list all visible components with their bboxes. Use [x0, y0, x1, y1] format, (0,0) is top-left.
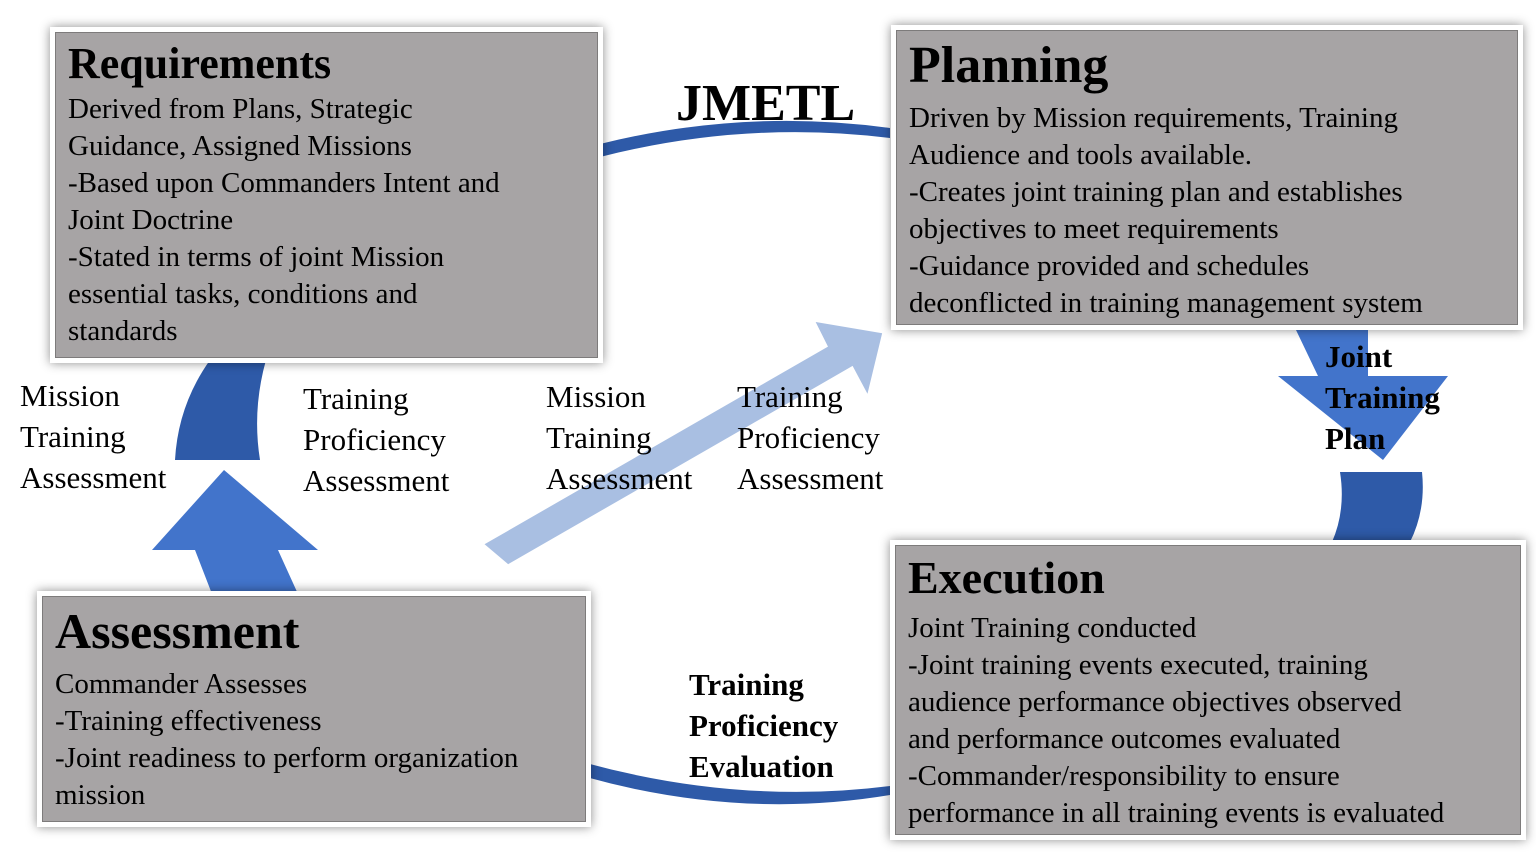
label-line: Training [20, 419, 126, 454]
requirements-line: Guidance, Assigned Missions [68, 130, 412, 163]
label-line: Joint [1325, 339, 1393, 374]
requirements-line: Joint Doctrine [68, 204, 234, 237]
label-line: Training [737, 379, 843, 414]
planning-line: deconflicted in training management syst… [909, 286, 1423, 319]
requirements-box: Requirements Derived from Plans, Strateg… [55, 32, 598, 358]
assessment-line: -Training effectiveness [55, 704, 322, 737]
label-line: Assessment [737, 461, 884, 496]
execution-line: Joint Training conducted [908, 612, 1197, 645]
planning-line: -Guidance provided and schedules [909, 249, 1310, 282]
training-proficiency-assessment-left-label: Training Proficiency Assessment [303, 378, 449, 501]
evaluation-arc-arrow [586, 763, 890, 805]
requirements-curve-band [175, 360, 266, 460]
execution-curve-band [1332, 472, 1423, 542]
assessment-up-arrow [152, 470, 318, 594]
label-line: Proficiency [689, 708, 839, 743]
execution-line: -Joint training events executed, trainin… [908, 649, 1368, 682]
joint-training-plan-label: Joint Training Plan [1325, 336, 1440, 459]
jmetl-arc-arrow [600, 120, 890, 157]
jmetl-label: JMETL [676, 75, 856, 132]
diagonal-light-arrow [479, 318, 886, 568]
planning-line: Audience and tools available. [909, 138, 1253, 171]
label-line: Training [689, 667, 804, 702]
label-line: Plan [1325, 421, 1386, 456]
joint-training-plan-arrow [1278, 330, 1448, 460]
planning-line: objectives to meet requirements [909, 212, 1279, 245]
mission-training-assessment-left-label: Mission Training Assessment [20, 375, 166, 498]
label-line: Evaluation [689, 749, 834, 784]
planning-title: Planning [909, 37, 1109, 94]
planning-line: -Creates joint training plan and establi… [909, 175, 1403, 208]
label-line: Training [303, 381, 409, 416]
label-line: Assessment [546, 461, 693, 496]
assessment-title: Assessment [55, 603, 300, 659]
requirements-line: Derived from Plans, Strategic [68, 93, 413, 126]
assessment-box: Assessment Commander Assesses -Training … [42, 596, 586, 822]
assessment-line: Commander Assesses [55, 667, 308, 700]
execution-line: audience performance objectives observed [908, 686, 1402, 719]
requirements-line: -Based upon Commanders Intent and [68, 167, 500, 200]
label-line: Assessment [20, 460, 167, 495]
execution-title: Execution [908, 552, 1105, 603]
mission-training-assessment-center-label: Mission Training Assessment [546, 376, 692, 499]
label-line: Mission [546, 379, 646, 414]
training-proficiency-assessment-center-label: Training Proficiency Assessment [737, 376, 883, 499]
training-proficiency-evaluation-label: Training Proficiency Evaluation [689, 664, 838, 787]
requirements-line: essential tasks, conditions and [68, 278, 418, 311]
assessment-line: mission [55, 778, 146, 811]
label-line: Training [1325, 380, 1440, 415]
label-line: Proficiency [303, 422, 446, 457]
execution-line: -Commander/responsibility to ensure [908, 760, 1340, 793]
execution-box: Execution Joint Training conducted -Join… [895, 545, 1521, 835]
planning-box: Planning Driven by Mission requirements,… [896, 30, 1518, 325]
label-line: Training [546, 420, 652, 455]
requirements-title: Requirements [68, 39, 332, 88]
execution-line: performance in all training events is ev… [908, 797, 1445, 830]
label-line: Mission [20, 378, 120, 413]
label-line: Assessment [303, 463, 450, 498]
requirements-line: -Stated in terms of joint Mission [68, 241, 445, 274]
assessment-line: -Joint readiness to perform organization [55, 741, 519, 774]
planning-line: Driven by Mission requirements, Training [909, 101, 1398, 134]
requirements-line: standards [68, 315, 178, 348]
execution-line: and performance outcomes evaluated [908, 723, 1341, 756]
label-line: Proficiency [737, 420, 880, 455]
